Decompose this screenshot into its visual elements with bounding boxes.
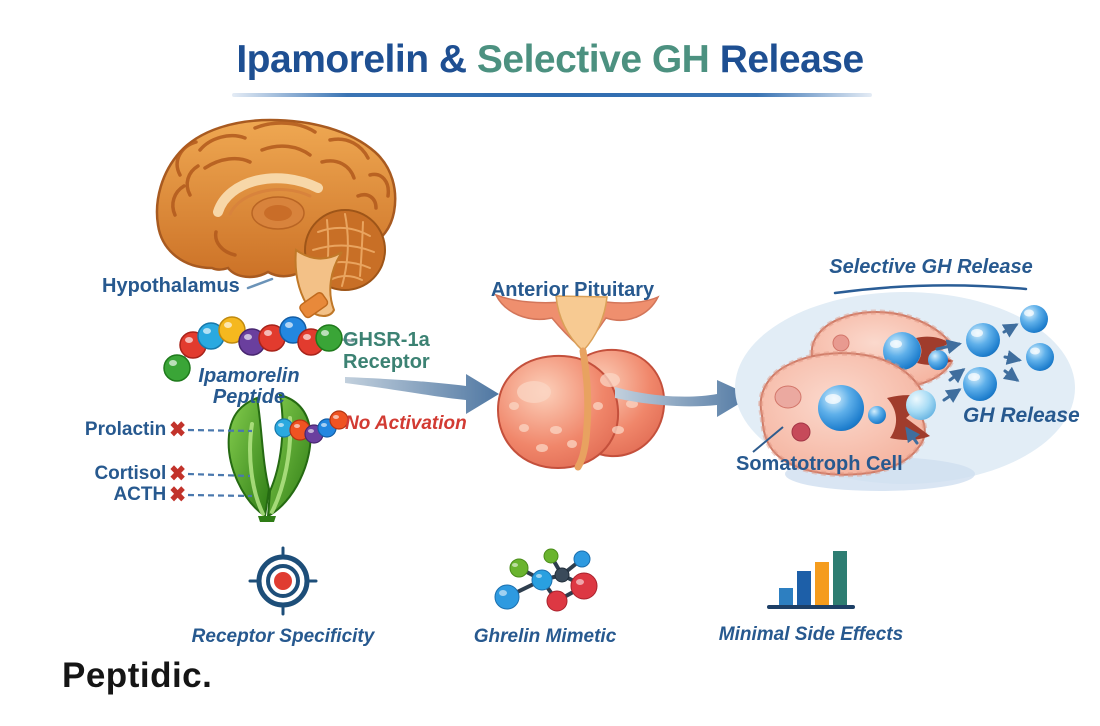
- feature-receptor-specificity: Receptor Specificity: [178, 546, 388, 648]
- x-icon: ✖: [169, 462, 186, 486]
- page-title: Ipamorelin & Selective GH Release: [0, 38, 1100, 82]
- anterior-pituitary-label: Anterior Pituitary: [490, 279, 655, 301]
- hormone-cortisol: Cortisol ✖: [82, 461, 186, 486]
- peptide-label-line2: Peptide: [212, 386, 286, 408]
- somatotroph-scene: [735, 284, 1075, 491]
- peptide-chain: [163, 292, 355, 382]
- ghsr1a-receptor-label: GHSR-1a Receptor: [343, 329, 441, 373]
- receptor-label-line1: GHSR-1a: [343, 329, 430, 351]
- arrow-to-pituitary: [345, 374, 499, 414]
- receptor-label-line2: Receptor: [343, 351, 430, 373]
- gh-release-label: GH Release: [963, 404, 1080, 427]
- hypothalamus-label: Hypothalamus: [102, 275, 240, 297]
- receptor-illustration: [227, 393, 349, 522]
- bar-chart-icon: [767, 551, 855, 609]
- no-activation-label: No Activation: [345, 413, 467, 434]
- feature-ghrelin-mimetic: Ghrelin Mimetic: [440, 544, 650, 648]
- somatotroph-cell-label: Somatotroph Cell: [736, 453, 903, 475]
- arrow-to-somatotroph: [615, 380, 752, 417]
- selective-gh-release-label: Selective GH Release: [829, 256, 1033, 278]
- x-icon: ✖: [169, 418, 186, 442]
- title-underline: [232, 93, 872, 97]
- title-segment-blue1: Ipamorelin &: [236, 38, 477, 81]
- feature-label: Receptor Specificity: [191, 626, 375, 647]
- hormone-prolactin: Prolactin ✖: [58, 417, 186, 442]
- peptide-label-line1: Ipamorelin: [198, 365, 300, 387]
- pituitary-illustration: [494, 293, 666, 471]
- molecule-icon: [494, 548, 598, 612]
- brand-logo: Peptidic.: [62, 656, 213, 695]
- x-icon: ✖: [169, 483, 186, 507]
- blocked-hormone-lines: [187, 428, 253, 498]
- release-arrows: [905, 323, 1022, 445]
- cortisol-label: Cortisol: [94, 462, 167, 484]
- feature-label: Minimal Side Effects: [718, 624, 904, 645]
- title-segment-blue2: Release: [709, 38, 864, 81]
- feature-minimal-side-effects: Minimal Side Effects: [706, 546, 916, 646]
- brain-illustration: [155, 118, 397, 317]
- hormone-acth: ACTH ✖: [102, 482, 186, 507]
- acth-label: ACTH: [113, 483, 167, 505]
- target-icon: [248, 546, 318, 616]
- ipamorelin-peptide-label: Ipamorelin Peptide: [178, 366, 320, 408]
- feature-label: Ghrelin Mimetic: [473, 626, 617, 647]
- gh-spheres: [963, 305, 1054, 401]
- title-segment-teal: Selective GH: [476, 38, 710, 81]
- prolactin-label: Prolactin: [84, 418, 167, 440]
